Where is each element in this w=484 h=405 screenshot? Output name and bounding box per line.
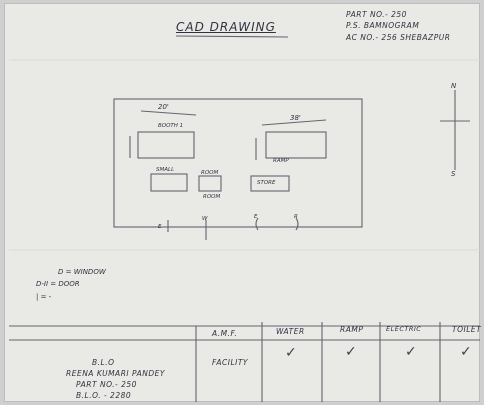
dim-left-label: 20'	[158, 103, 169, 111]
small-room-label: SMALL	[156, 167, 175, 173]
paper-sheet	[4, 3, 480, 402]
page-title: CAD DRAWING	[176, 20, 276, 34]
entry-mark-1: E	[158, 224, 162, 230]
booth-room-left	[137, 131, 195, 159]
store-box	[250, 175, 290, 192]
ramp-check-icon: ✓	[345, 344, 357, 360]
table-header-toilet: TOILET	[452, 325, 482, 334]
blo-name: REENA KUMARI PANDEY	[66, 369, 165, 378]
assembly-constituency: AC NO.- 256 SHEBAZPUR	[346, 33, 451, 42]
electric-check-icon: ✓	[405, 344, 417, 360]
dim-line-left	[140, 110, 197, 116]
legend-item: D = WINDOW	[58, 268, 106, 276]
water-check-icon: ✓	[285, 345, 297, 361]
entry-mark-4: R	[294, 214, 298, 220]
facility-label: RAMP	[273, 158, 289, 164]
entry-mark-3: E	[254, 214, 258, 220]
blo-part-number: PART NO.- 250	[76, 380, 137, 389]
table-header-water: WATER	[276, 327, 305, 336]
room-label: ROOM	[201, 170, 219, 176]
store-label: STORE	[257, 180, 276, 186]
title-underline	[175, 35, 289, 38]
small-room	[150, 173, 188, 192]
entry-mark-2: W	[202, 216, 208, 222]
booth-label: BOOTH 1	[158, 123, 184, 129]
blo-label: B.L.O	[92, 358, 115, 367]
police-station: P.S. BAMNOGRAM	[346, 21, 420, 30]
compass-south-label: S	[451, 170, 456, 178]
toilet-check-icon: ✓	[460, 344, 472, 360]
gate-mark-4	[295, 217, 299, 231]
legend-item: D-II = DOOR	[36, 280, 80, 288]
dim-line-right	[261, 119, 327, 126]
table-header-electric: ELECTRIC	[386, 325, 422, 333]
booth-room-right	[265, 131, 327, 159]
gate-mark-3	[255, 217, 259, 231]
table-header-amf: A.M.F.	[212, 329, 238, 338]
part-number: PART NO.- 250	[346, 10, 407, 19]
room-sub-label: ROOM	[203, 194, 221, 200]
blo-code: B.L.O. - 2280	[76, 391, 132, 400]
dim-right-label: 38'	[290, 114, 301, 122]
building-outline	[113, 98, 363, 228]
legend-item: | = -	[36, 293, 52, 301]
table-header-ramp: RAMP	[340, 325, 364, 334]
compass-north-label: N	[451, 82, 457, 90]
room-box	[198, 175, 222, 192]
amf-value: FACILITY	[212, 358, 249, 367]
